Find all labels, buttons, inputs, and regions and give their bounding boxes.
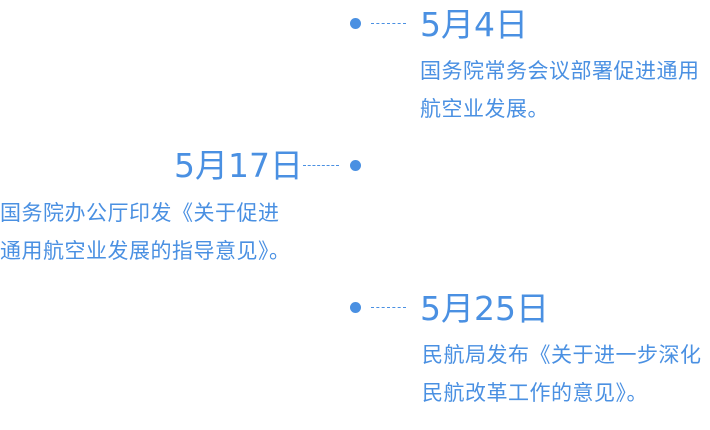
- event-date: 5月25日: [420, 289, 549, 328]
- timeline-dot: [350, 160, 361, 171]
- event-description: 国务院办公厅印发《关于促进通用航空业发展的指导意见》。: [0, 201, 291, 263]
- timeline-connector: [371, 307, 406, 308]
- event-date: 5月4日: [420, 5, 528, 44]
- timeline-connector: [371, 23, 406, 24]
- timeline-dot: [350, 18, 361, 29]
- event-description: 民航局发布《关于进一步深化民航改革工作的意见》。: [422, 343, 702, 405]
- event-date: 5月17日: [174, 146, 303, 185]
- timeline-dot: [350, 302, 361, 313]
- timeline-connector: [303, 165, 339, 166]
- event-description: 国务院常务会议部署促进通用航空业发展。: [420, 59, 700, 121]
